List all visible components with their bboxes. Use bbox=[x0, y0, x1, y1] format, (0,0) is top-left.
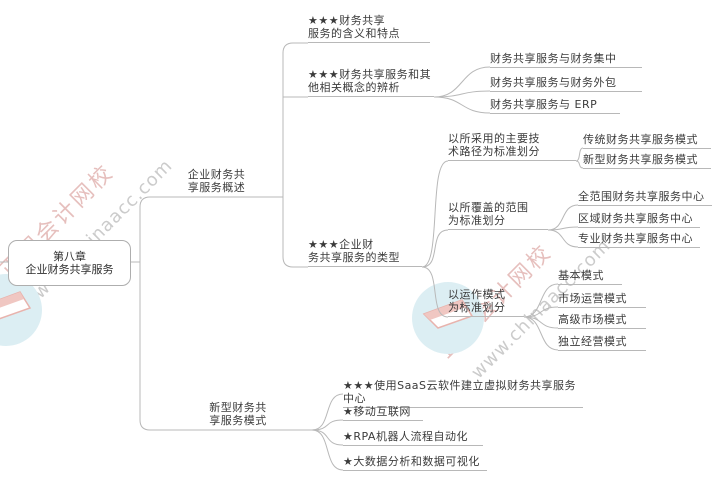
topic-by-operation-mode[interactable]: 以运作模式 为标准划分 bbox=[448, 288, 524, 317]
topic-vs-centralization[interactable]: 财务共享服务与财务集中 bbox=[490, 52, 642, 68]
topic-advanced-market-mode[interactable]: 高级市场模式 bbox=[558, 313, 646, 329]
topic-vs-outsourcing[interactable]: 财务共享服务与财务外包 bbox=[490, 76, 642, 92]
topic-basic-mode[interactable]: 基本模式 bbox=[558, 269, 622, 285]
topic-market-operation-mode[interactable]: 市场运营模式 bbox=[558, 292, 646, 308]
topic-saas-virtual-center[interactable]: ★★★使用SaaS云软件建立虚拟财务共享服务中心 bbox=[343, 379, 583, 408]
topic-mobile-internet[interactable]: ★移动互联网 bbox=[343, 405, 423, 421]
topic-meaning-features[interactable]: ★★★财务共享 服务的含义和特点 bbox=[308, 14, 430, 43]
root-topic[interactable]: 第八章 企业财务共享服务 bbox=[8, 240, 131, 286]
topic-regional-center[interactable]: 区域财务共享服务中心 bbox=[578, 212, 700, 228]
topic-traditional-mode[interactable]: 传统财务共享服务模式 bbox=[583, 133, 711, 149]
topic-vs-erp[interactable]: 财务共享服务与 ERP bbox=[490, 98, 620, 114]
topic-bigdata-visualization[interactable]: ★大数据分析和数据可视化 bbox=[343, 455, 487, 471]
topic-full-scope-center[interactable]: 全范围财务共享服务中心 bbox=[578, 190, 712, 206]
topic-service-types[interactable]: ★★★企业财 务共享服务的类型 bbox=[308, 238, 422, 267]
topic-professional-center[interactable]: 专业财务共享服务中心 bbox=[578, 232, 700, 248]
topic-overview[interactable]: 企业财务共 享服务概述 bbox=[187, 168, 246, 194]
topic-independent-mode[interactable]: 独立经营模式 bbox=[558, 335, 646, 351]
topic-by-tech-path[interactable]: 以所采用的主要技 术路径为标准划分 bbox=[448, 132, 576, 161]
topic-new-service-modes[interactable]: 新型财务共 享服务模式 bbox=[209, 401, 267, 427]
topic-by-coverage[interactable]: 以所覆盖的范围 为标准划分 bbox=[448, 201, 548, 230]
topic-new-mode[interactable]: 新型财务共享服务模式 bbox=[583, 153, 711, 169]
topic-concept-discrimination[interactable]: ★★★财务共享服务和其 他相关概念的辨析 bbox=[308, 68, 434, 97]
topic-rpa-automation[interactable]: ★RPA机器人流程自动化 bbox=[343, 430, 483, 446]
